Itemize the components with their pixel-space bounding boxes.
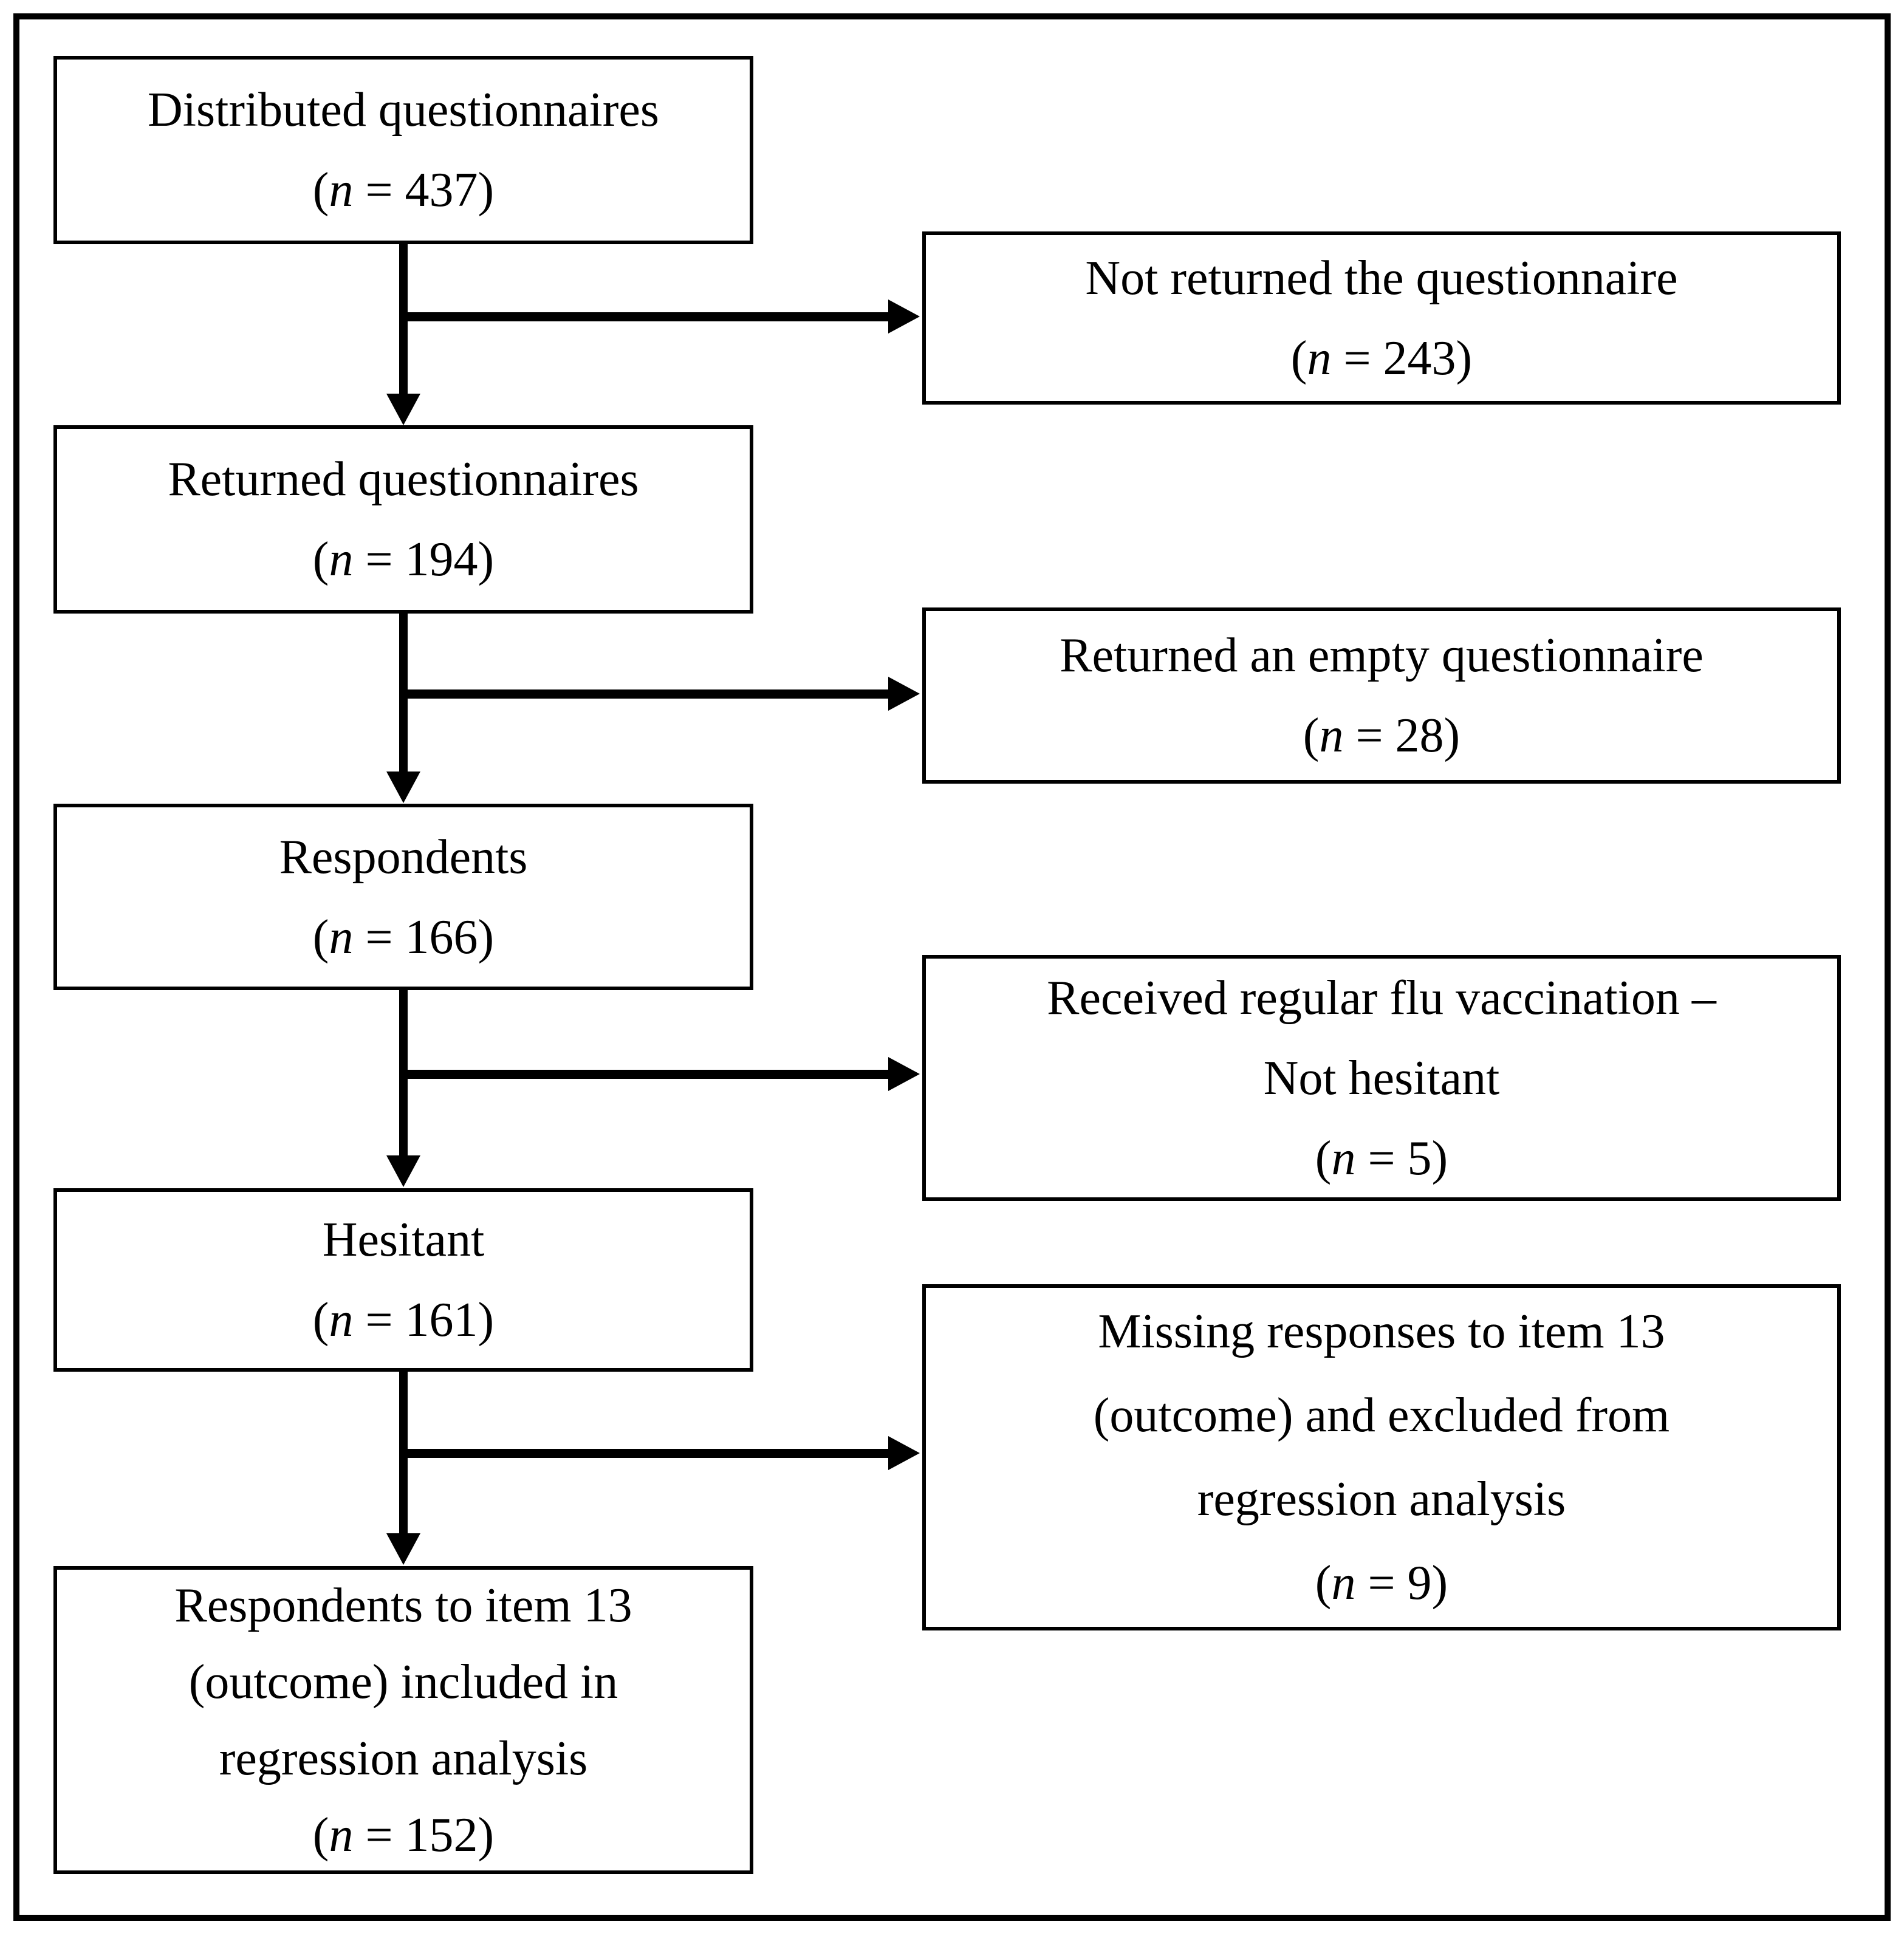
flow-box-not-returned-questionnaire: Not returned the questionnaire (n = 243) — [922, 231, 1841, 405]
count-value: = 5) — [1355, 1131, 1448, 1185]
count-open: ( — [312, 163, 329, 217]
box-count: (n = 9) — [1315, 1541, 1448, 1625]
box-count: (n = 243) — [1291, 318, 1472, 399]
box-title: Not returned the questionnaire — [1085, 251, 1678, 305]
box-title: Distributed questionnaires — [147, 83, 660, 137]
count-open: ( — [1315, 1556, 1332, 1610]
count-open: ( — [312, 1808, 329, 1862]
box-title: (outcome) included in — [188, 1655, 618, 1709]
flow-box-missing-responses-item-13: Missing responses to item 13 (outcome) a… — [922, 1284, 1841, 1630]
box-title: (outcome) and excluded from — [1093, 1389, 1670, 1442]
box-count: (n = 166) — [313, 897, 494, 977]
n-symbol: n — [329, 1293, 354, 1347]
count-open: ( — [1290, 331, 1307, 385]
box-count: (n = 5) — [1315, 1118, 1448, 1199]
count-value: = 194) — [353, 533, 495, 586]
count-value: = 161) — [353, 1293, 495, 1347]
arrow-right-head-3 — [888, 1057, 920, 1091]
flow-box-distributed-questionnaires: Distributed questionnaires (n = 437) — [53, 56, 753, 244]
n-symbol: n — [1319, 709, 1344, 762]
n-symbol: n — [1331, 1131, 1356, 1185]
flow-box-hesitant: Hesitant (n = 161) — [53, 1188, 753, 1372]
count-value: = 243) — [1331, 331, 1473, 385]
box-count: (n = 194) — [313, 519, 494, 600]
box-title: Hesitant — [322, 1213, 485, 1267]
box-title: Respondents — [279, 830, 528, 884]
arrow-down-head-2 — [386, 771, 420, 803]
box-count: (n = 152) — [313, 1797, 494, 1873]
box-title: Respondents to item 13 — [174, 1578, 632, 1632]
arrow-down-head-4 — [386, 1533, 420, 1565]
box-title: Not hesitant — [1263, 1051, 1500, 1105]
flow-box-respondents-item-13-included: Respondents to item 13 (outcome) include… — [53, 1566, 753, 1874]
box-title: Returned questionnaires — [168, 453, 639, 506]
box-title: regression analysis — [219, 1731, 588, 1785]
arrow-right-line-1 — [399, 312, 889, 321]
count-open: ( — [1303, 709, 1320, 762]
box-count: (n = 28) — [1303, 696, 1460, 776]
n-symbol: n — [1331, 1556, 1356, 1610]
box-title: Missing responses to item 13 — [1098, 1305, 1665, 1358]
flow-box-respondents: Respondents (n = 166) — [53, 804, 753, 990]
arrow-right-head-2 — [888, 677, 920, 711]
n-symbol: n — [329, 910, 354, 964]
arrow-right-head-4 — [888, 1436, 920, 1470]
flow-box-received-regular-flu-vaccination: Received regular flu vaccination – Not h… — [922, 955, 1841, 1201]
n-symbol: n — [329, 163, 354, 217]
arrow-right-line-2 — [399, 689, 889, 699]
box-count: (n = 437) — [313, 150, 494, 230]
box-title: Returned an empty questionnaire — [1060, 629, 1704, 682]
arrow-down-head-3 — [386, 1155, 420, 1187]
count-open: ( — [1315, 1131, 1332, 1185]
count-value: = 166) — [353, 910, 495, 964]
arrow-down-head-1 — [386, 394, 420, 425]
count-value: = 9) — [1355, 1556, 1448, 1610]
count-value: = 152) — [353, 1808, 495, 1862]
count-open: ( — [312, 910, 329, 964]
arrow-right-line-4 — [399, 1449, 889, 1458]
n-symbol: n — [329, 533, 354, 586]
n-symbol: n — [1307, 331, 1332, 385]
box-title: regression analysis — [1197, 1473, 1566, 1526]
count-open: ( — [312, 1293, 329, 1347]
flow-box-returned-questionnaires: Returned questionnaires (n = 194) — [53, 425, 753, 614]
count-open: ( — [312, 533, 329, 586]
box-count: (n = 161) — [313, 1280, 494, 1360]
count-value: = 28) — [1343, 709, 1461, 762]
flow-box-returned-empty-questionnaire: Returned an empty questionnaire (n = 28) — [922, 607, 1841, 784]
box-title: Received regular flu vaccination – — [1047, 971, 1716, 1025]
count-value: = 437) — [353, 163, 495, 217]
arrow-right-head-1 — [888, 299, 920, 334]
arrow-right-line-3 — [399, 1070, 889, 1079]
n-symbol: n — [329, 1808, 354, 1862]
